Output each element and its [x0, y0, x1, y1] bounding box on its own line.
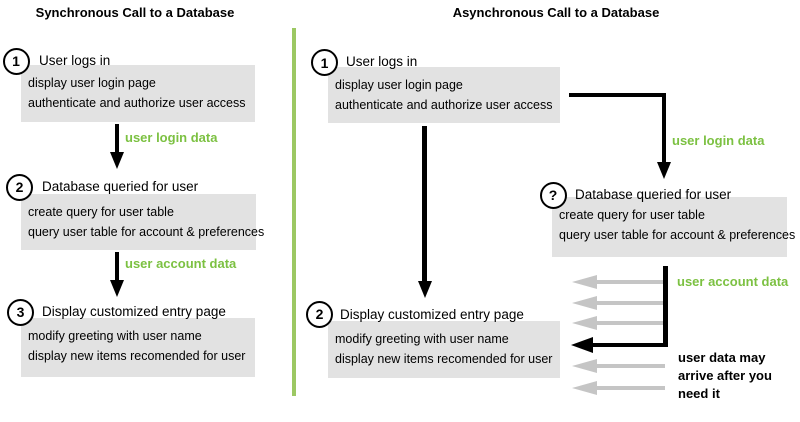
late-data-annotation-line3: need it [678, 386, 720, 401]
right-elbow1-head [657, 162, 671, 179]
right-query-line2: query user table for account & preferenc… [559, 228, 796, 242]
right-step1-number: 1 [320, 54, 329, 71]
gray-arrow-shaft [596, 301, 665, 305]
right-step2-box: modify greeting with user name display n… [328, 321, 560, 378]
right-query-question-mark: ? [548, 187, 558, 203]
gray-data-arrow-1 [572, 275, 665, 289]
left-step1-heading: User logs in [39, 53, 111, 68]
left-step1-box: display user login page authenticate and… [21, 65, 255, 122]
left-step3-number: 3 [16, 304, 25, 320]
right-long-arrow-head [417, 281, 432, 298]
left-step3-line2: display new items recomended for user [28, 349, 246, 363]
gray-arrow-head [572, 359, 597, 373]
left-arrow1-head [110, 152, 124, 169]
late-data-annotation-line1: user data may [678, 350, 766, 365]
gray-data-arrow-2 [572, 296, 665, 310]
right-step1-badge: 1 [311, 49, 338, 76]
right-query-heading: Database queried for user [575, 187, 732, 202]
gray-arrow-head [572, 381, 597, 395]
left-arrow1-shaft [114, 124, 119, 153]
right-query-box: create query for user table query user t… [552, 197, 796, 257]
right-elbow2-head [571, 337, 593, 353]
right-step1-line1: display user login page [335, 78, 463, 92]
left-step1-number: 1 [12, 53, 20, 69]
right-login-data-label: user login data [672, 133, 765, 148]
right-step2-heading: Display customized entry page [340, 307, 524, 322]
left-arrow2-shaft [114, 252, 119, 281]
gray-arrow-shaft [596, 280, 665, 284]
column-divider-line [292, 28, 296, 396]
right-step2-line1: modify greeting with user name [335, 332, 509, 346]
right-long-arrow-shaft [422, 126, 427, 282]
right-step1-line2: authenticate and authorize user access [335, 98, 553, 112]
gray-arrow-head [572, 316, 597, 330]
right-step2-line2: display new items recomended for user [335, 352, 553, 366]
right-elbow1-vertical [661, 92, 666, 163]
left-step1-line1: display user login page [28, 76, 156, 90]
gray-arrow-shaft [596, 321, 665, 325]
right-step2-number: 2 [315, 306, 324, 322]
gray-data-arrow-4 [572, 359, 665, 373]
gray-arrow-shaft [596, 386, 665, 390]
left-step3-heading: Display customized entry page [42, 304, 226, 319]
gray-data-arrow-5 [572, 381, 665, 395]
right-elbow2-vertical [663, 266, 668, 347]
left-step3-line1: modify greeting with user name [28, 329, 202, 343]
gray-arrow-head [572, 275, 597, 289]
left-step3-badge: 3 [7, 298, 34, 326]
left-step2-heading: Database queried for user [42, 179, 199, 194]
left-step2-number: 2 [15, 179, 24, 195]
right-query-line1: create query for user table [559, 208, 705, 222]
left-step2-box: create query for user table query user t… [21, 194, 265, 250]
right-elbow2-horizontal [591, 342, 668, 347]
gray-arrow-head [572, 296, 597, 310]
left-step2-line2: query user table for account & preferenc… [28, 225, 265, 239]
left-step3-box: modify greeting with user name display n… [21, 318, 255, 377]
left-arrow2-head [110, 280, 124, 297]
right-query-badge: ? [539, 181, 567, 209]
left-account-data-label: user account data [125, 256, 237, 271]
right-account-data-label: user account data [677, 274, 789, 289]
left-diagram-title: Synchronous Call to a Database [35, 5, 235, 20]
gray-arrow-shaft [596, 364, 665, 368]
left-step2-badge: 2 [6, 173, 33, 201]
left-step1-badge: 1 [2, 47, 30, 75]
left-step1-line2: authenticate and authorize user access [28, 96, 246, 110]
right-diagram-title: Asynchronous Call to a Database [452, 5, 660, 20]
left-step2-line1: create query for user table [28, 205, 174, 219]
late-data-annotation: user data may arrive after you need it [678, 349, 772, 403]
right-elbow1-horizontal [569, 92, 666, 97]
left-login-data-label: user login data [125, 130, 218, 145]
right-step1-box: display user login page authenticate and… [328, 67, 560, 123]
late-data-annotation-line2: arrive after you [678, 368, 772, 383]
right-step1-heading: User logs in [346, 54, 418, 69]
gray-data-arrow-3 [572, 316, 665, 330]
right-step2-badge: 2 [306, 300, 333, 328]
